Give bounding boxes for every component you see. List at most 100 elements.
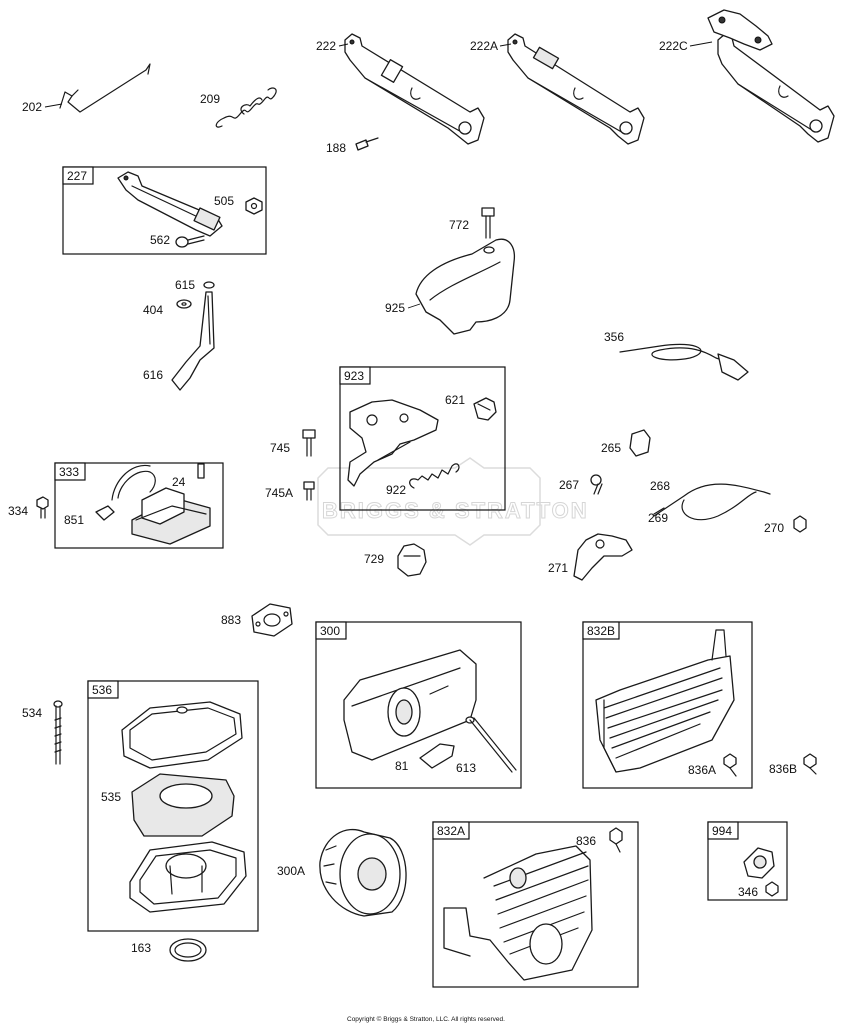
label-334: 334 (8, 504, 28, 518)
label-729: 729 (364, 552, 384, 566)
part-269-sleeve: 269 (648, 507, 668, 525)
part-535-filter: 535 (101, 773, 235, 837)
part-267-screw: 267 (559, 474, 603, 495)
part-836-screw: 836 (576, 827, 623, 853)
part-209-spring: 209 (200, 87, 277, 128)
box-536: 536 (87, 680, 259, 932)
label-300a: 300A (277, 864, 305, 878)
part-222c-bracket: 222C (659, 9, 835, 143)
label-265: 265 (601, 441, 621, 455)
box-994: 994 (707, 821, 788, 901)
part-334-screw: 334 (8, 496, 49, 519)
label-188: 188 (326, 141, 346, 155)
box-tag-923: 923 (344, 369, 364, 383)
label-267: 267 (559, 478, 579, 492)
label-613: 613 (456, 761, 476, 775)
part-832a-guard (443, 845, 593, 981)
label-615: 615 (175, 278, 195, 292)
part-534-bolt: 534 (22, 700, 63, 765)
part-745-screw: 745 (270, 429, 316, 457)
part-922-spring: 922 (386, 463, 460, 497)
part-925-cover: 925 (385, 238, 516, 335)
box-tag-333: 333 (59, 465, 79, 479)
part-745a-screw: 745A (265, 481, 315, 501)
label-836: 836 (576, 834, 596, 848)
label-616: 616 (143, 368, 163, 382)
box-tag-536: 536 (92, 683, 112, 697)
part-613-stud: 613 (456, 716, 517, 775)
box-tag-300: 300 (320, 624, 340, 638)
part-536-cover (121, 701, 243, 769)
label-270: 270 (764, 521, 784, 535)
part-615-washer: 615 (175, 278, 215, 292)
label-621: 621 (445, 393, 465, 407)
part-81-gasket: 81 (395, 743, 455, 773)
box-227: 227 (62, 166, 267, 255)
label-836b: 836B (769, 762, 797, 776)
part-505-nut: 505 (214, 194, 263, 215)
label-404: 404 (143, 303, 163, 317)
part-536-base (129, 841, 247, 913)
part-202-link: 202 (22, 63, 151, 114)
part-333-coil (111, 464, 211, 545)
label-222c: 222C (659, 39, 688, 53)
label-505: 505 (214, 194, 234, 208)
part-851-clip: 851 (64, 505, 115, 527)
part-24-pin: 24 (172, 463, 205, 489)
label-269: 269 (648, 511, 668, 525)
label-81: 81 (395, 759, 409, 773)
part-270-nut: 270 (764, 515, 807, 535)
box-832a: 832A (432, 821, 639, 988)
label-535: 535 (101, 790, 121, 804)
label-222: 222 (316, 39, 336, 53)
label-851: 851 (64, 513, 84, 527)
label-836a: 836A (688, 763, 716, 777)
label-356: 356 (604, 330, 624, 344)
box-832b: 832B (582, 621, 753, 789)
part-265-clip: 265 (601, 429, 651, 457)
label-534: 534 (22, 706, 42, 720)
part-163-gasket: 163 (131, 938, 207, 962)
box-923: 923 (339, 366, 506, 511)
part-832b-guard (595, 629, 735, 773)
part-356-wire: 356 (604, 330, 749, 381)
box-300: 300 (315, 621, 522, 789)
copyright-text: Copyright © Briggs & Stratton, LLC. All … (347, 1015, 505, 1023)
box-tag-832b: 832B (587, 624, 615, 638)
part-268-cable: 268 (650, 479, 771, 521)
part-222a-bracket: 222A (470, 33, 645, 145)
part-616-shaft: 616 (143, 291, 215, 391)
part-836b-screw: 836B (769, 753, 817, 776)
label-268: 268 (650, 479, 670, 493)
box-333: 333 (54, 462, 224, 549)
label-925: 925 (385, 301, 405, 315)
part-227-lever (117, 171, 223, 237)
part-300a-muffler: 300A (277, 828, 407, 917)
label-562: 562 (150, 233, 170, 247)
label-24: 24 (172, 475, 186, 489)
part-883-gasket: 883 (221, 603, 293, 637)
part-994-deflector (743, 847, 775, 879)
part-404-washer: 404 (143, 299, 192, 317)
part-562-screw: 562 (150, 233, 205, 248)
label-163: 163 (131, 941, 151, 955)
label-922: 922 (386, 483, 406, 497)
box-tag-994: 994 (712, 824, 732, 838)
part-300-muffler (343, 649, 477, 761)
part-188-screw: 188 (326, 137, 379, 155)
part-621-clip: 621 (445, 393, 497, 421)
label-202: 202 (22, 100, 42, 114)
box-tag-227: 227 (67, 169, 87, 183)
part-346-screw: 346 (738, 881, 779, 899)
part-729-clip: 729 (364, 543, 427, 577)
label-209: 209 (200, 92, 220, 106)
part-222-bracket: 222 (316, 33, 485, 145)
part-923-governor (347, 399, 439, 487)
label-883: 883 (221, 613, 241, 627)
label-222a: 222A (470, 39, 498, 53)
label-772: 772 (449, 218, 469, 232)
label-745a: 745A (265, 486, 293, 500)
part-836a-screw: 836A (688, 753, 737, 777)
label-745: 745 (270, 441, 290, 455)
